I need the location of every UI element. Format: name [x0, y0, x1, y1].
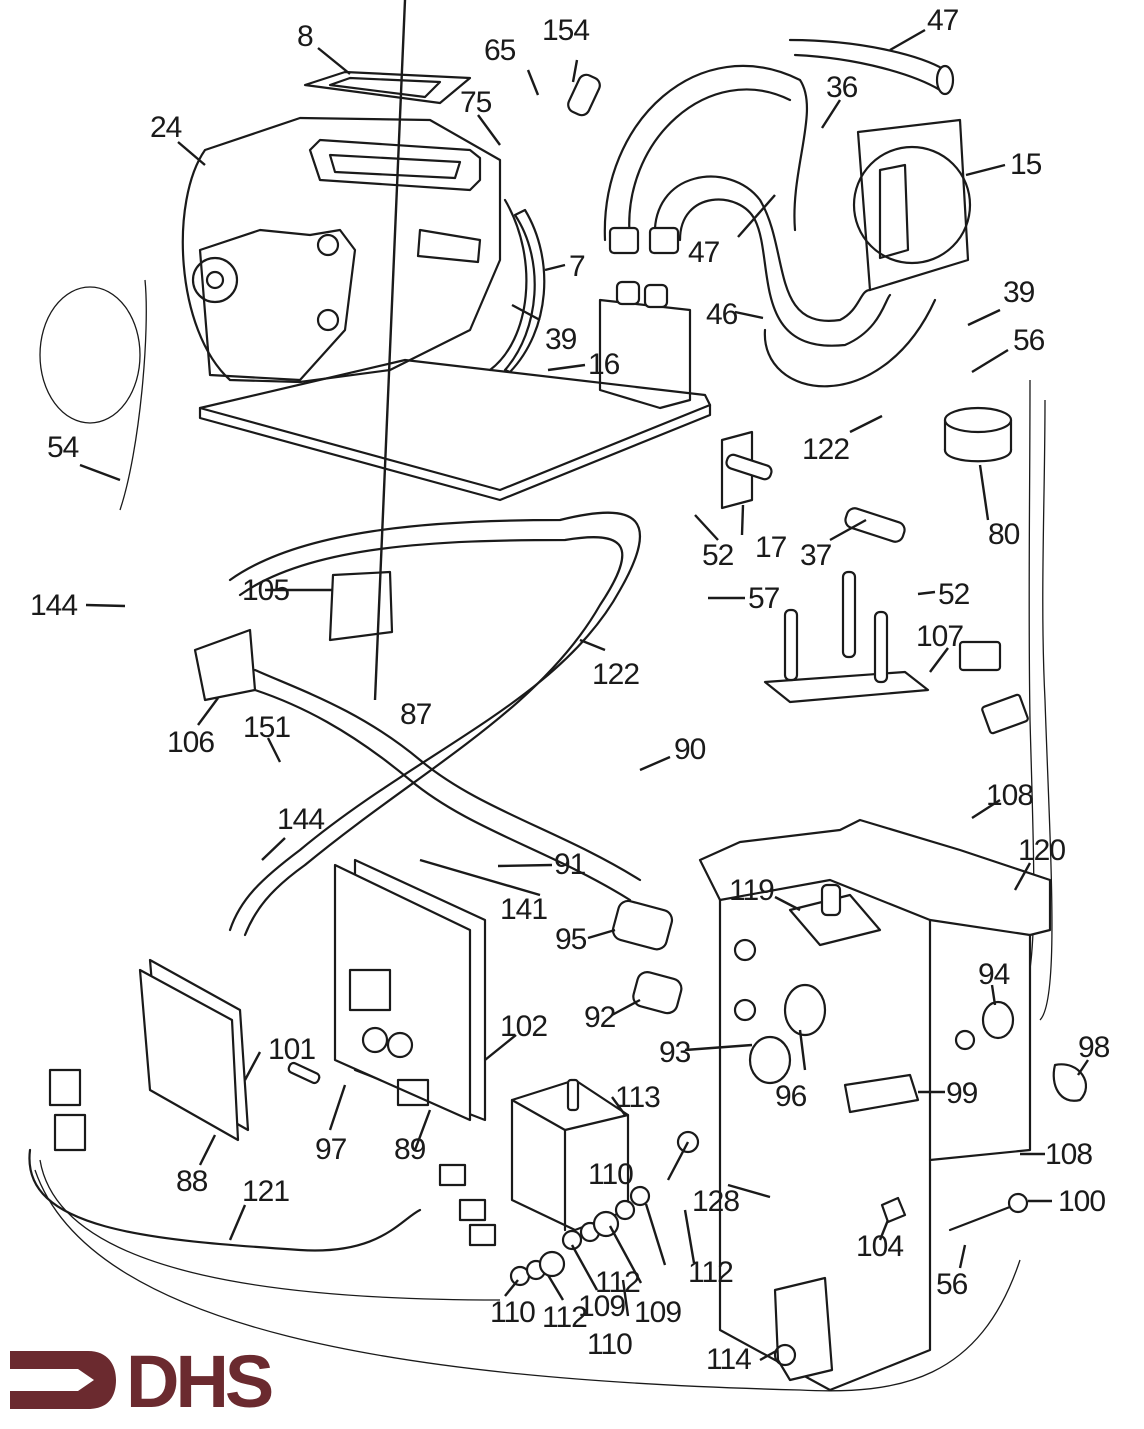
connector-106 — [193, 628, 257, 702]
callout-47: 47 — [927, 4, 959, 37]
callout-112: 112 — [595, 1266, 641, 1299]
callout-113: 113 — [615, 1081, 661, 1114]
connector-104 — [880, 1196, 907, 1224]
fuse-97 — [287, 1061, 321, 1085]
dhs-logo: DHS — [8, 1340, 308, 1423]
callout-101: 101 — [268, 1033, 316, 1066]
logo-text: DHS — [126, 1340, 274, 1423]
callout-144: 144 — [30, 589, 78, 622]
bracket-7 — [503, 208, 546, 374]
blower-housing — [181, 116, 528, 384]
screw-100 — [948, 1203, 1017, 1232]
callout-107: 107 — [916, 620, 964, 653]
callout-121: 121 — [242, 1175, 290, 1208]
callout-109: 109 — [634, 1296, 682, 1329]
control-board-89 — [333, 858, 487, 1122]
callout-98: 98 — [1078, 1031, 1110, 1064]
hoses — [603, 38, 955, 388]
callout-90: 90 — [674, 733, 706, 766]
callout-105: 105 — [242, 574, 290, 607]
callout-110: 110 — [588, 1158, 634, 1191]
callout-8: 8 — [297, 20, 314, 53]
callout-112: 112 — [542, 1301, 588, 1334]
condensate-trap — [598, 298, 692, 410]
pressure-switch — [852, 118, 972, 292]
callout-110: 110 — [490, 1296, 536, 1329]
wire-54 — [39, 286, 141, 424]
callout-93: 93 — [659, 1036, 691, 1069]
callout-89: 89 — [394, 1133, 426, 1166]
callout-54: 54 — [47, 431, 79, 464]
callout-52: 52 — [702, 539, 734, 572]
arrow-logo-icon — [10, 1351, 116, 1409]
callout-99: 99 — [946, 1077, 978, 1110]
callout-39: 39 — [545, 323, 577, 356]
callout-46: 46 — [706, 298, 738, 331]
callout-104: 104 — [856, 1230, 904, 1263]
callout-95: 95 — [555, 923, 587, 956]
callout-37: 37 — [800, 539, 832, 572]
callout-110: 110 — [587, 1328, 633, 1361]
callout-15: 15 — [1010, 148, 1042, 181]
callout-108: 108 — [986, 779, 1034, 812]
callout-17: 17 — [755, 531, 787, 564]
callout-106: 106 — [167, 726, 215, 759]
callout-141: 141 — [500, 893, 548, 926]
callout-128: 128 — [692, 1185, 740, 1218]
callout-96: 96 — [775, 1080, 807, 1113]
harness-121 — [28, 1148, 422, 1252]
fitting-95 — [611, 899, 674, 951]
callout-97: 97 — [315, 1133, 347, 1166]
callout-87: 87 — [400, 698, 432, 731]
callout-57: 57 — [748, 582, 780, 615]
callout-56: 56 — [1013, 324, 1045, 357]
harness-122 — [228, 511, 641, 932]
callout-75: 75 — [460, 86, 492, 119]
callout-24: 24 — [150, 111, 182, 144]
callout-122: 122 — [802, 433, 850, 466]
callout-154: 154 — [542, 14, 590, 47]
callout-91: 91 — [554, 848, 586, 881]
callout-112: 112 — [688, 1256, 734, 1289]
control-board-88 — [138, 958, 250, 1142]
base-plate — [198, 358, 712, 492]
callout-52: 52 — [938, 578, 970, 611]
leader-lines — [79, 0, 1089, 1362]
callout-102: 102 — [500, 1010, 548, 1043]
fitting-92 — [632, 971, 683, 1015]
callout-36: 36 — [826, 71, 858, 104]
callout-80: 80 — [988, 518, 1020, 551]
callout-94: 94 — [978, 958, 1010, 991]
callout-114: 114 — [706, 1343, 752, 1376]
callout-108: 108 — [1045, 1138, 1093, 1171]
capacitor-80 — [943, 406, 1013, 463]
callout-39: 39 — [1003, 276, 1035, 309]
nut-93 — [748, 1035, 792, 1085]
callout-56: 56 — [936, 1268, 968, 1301]
callout-47: 47 — [688, 236, 720, 269]
callout-65: 65 — [484, 34, 516, 67]
callout-92: 92 — [584, 1001, 616, 1034]
coupling-154 — [567, 73, 601, 117]
grommet-94 — [981, 1000, 1015, 1040]
gasket-8 — [303, 70, 472, 105]
callout-88: 88 — [176, 1165, 208, 1198]
washers-nuts — [509, 1130, 700, 1287]
sleeve-37 — [844, 507, 906, 543]
grommet-96 — [783, 983, 827, 1037]
callout-122: 122 — [592, 658, 640, 691]
connector-105 — [328, 570, 394, 642]
callout-144: 144 — [277, 803, 325, 836]
callout-7: 7 — [569, 250, 586, 283]
callout-16: 16 — [588, 348, 620, 381]
callout-119: 119 — [729, 874, 775, 907]
bracket-99 — [843, 1073, 920, 1114]
callout-120: 120 — [1018, 834, 1066, 867]
callout-151: 151 — [243, 711, 291, 744]
callout-100: 100 — [1058, 1185, 1106, 1218]
callout-109: 109 — [578, 1290, 626, 1323]
